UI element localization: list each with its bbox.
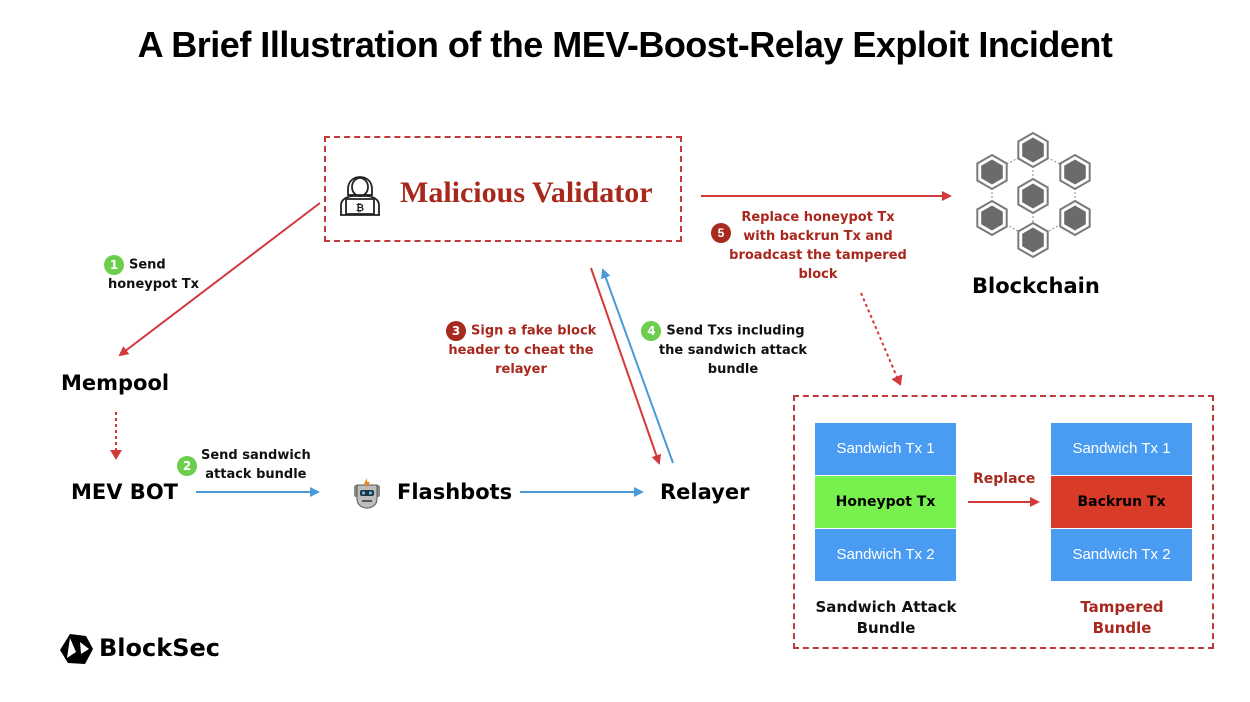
arrow-validator-to-relayer (590, 267, 662, 465)
hacker-icon: ₿ (338, 165, 382, 217)
step-1-line-2: honeypot Tx (108, 277, 199, 292)
flashbots-robot-icon (352, 477, 382, 509)
blockchain-hexagon-fill (1022, 183, 1044, 209)
step-5-badge-wrap: 5 (711, 223, 736, 243)
step-3-line-2: header to cheat the (448, 343, 594, 358)
step-4-line-1: Send Txs including (666, 323, 805, 339)
blocksec-logo-icon (58, 632, 94, 666)
step-4-badge: 4 (641, 321, 662, 341)
blockchain-hexagon-fill (1064, 205, 1086, 231)
blockchain-hexagon-fill (981, 205, 1003, 231)
relayer-label: Relayer (660, 480, 750, 504)
caption-line: Bundle (1092, 619, 1152, 637)
step-3-badge: 3 (446, 321, 466, 341)
tx-block: Sandwich Tx 2 (815, 529, 956, 581)
step-2-line-1: Send sandwich (201, 448, 311, 463)
blockchain-hexagon-fill (1064, 159, 1086, 185)
step-2-line-2: attack bundle (205, 467, 307, 482)
arrow-validator-to-mempool (118, 202, 321, 357)
tx-block: Sandwich Tx 1 (815, 423, 956, 475)
malicious-validator-box (324, 136, 682, 242)
step-1-line-1: Send (129, 257, 166, 273)
step-2-badge: 2 (177, 456, 197, 476)
blockchain-label: Blockchain (972, 274, 1100, 298)
svg-text:₿: ₿ (356, 202, 364, 214)
sandwich-attack-bundle-caption: Sandwich Attack Bundle (796, 597, 976, 639)
step-3-note: 3 Sign a fake block header to cheat the r… (446, 321, 596, 379)
blockchain-hexagon-fill (1022, 227, 1044, 253)
tx-block: Sandwich Tx 1 (1051, 423, 1192, 475)
malicious-validator-label: Malicious Validator (400, 176, 653, 209)
step-4-line-2: the sandwich attack (658, 343, 808, 358)
tampered-bundle: Sandwich Tx 1 Backrun Tx Sandwich Tx 2 (1051, 423, 1192, 581)
step-5-line-4: block (798, 267, 838, 282)
bundle-comparison-box (793, 395, 1214, 649)
honeypot-tx-block: Honeypot Tx (815, 476, 956, 528)
caption-line: Tampered (1080, 598, 1164, 616)
step-1-note: 1 Send honeypot Tx (104, 255, 199, 294)
flashbots-label: Flashbots (397, 480, 513, 504)
arrow-to-bundle-box (860, 292, 903, 386)
blockchain-hexagon-fill (981, 159, 1003, 185)
caption-line: Sandwich Attack (815, 598, 957, 616)
step-3-line-3: relayer (495, 362, 547, 377)
replace-label: Replace (973, 471, 1036, 487)
step-5-line-3: broadcast the tampered (729, 248, 907, 263)
blocksec-logo-text: BlockSec (99, 634, 220, 662)
caption-line: Bundle (856, 619, 916, 637)
sandwich-attack-bundle: Sandwich Tx 1 Honeypot Tx Sandwich Tx 2 (815, 423, 956, 581)
diagram-title: A Brief Illustration of the MEV-Boost-Re… (137, 24, 1113, 65)
step-1-badge: 1 (104, 255, 124, 275)
tx-block: Sandwich Tx 2 (1051, 529, 1192, 581)
step-4-line-3: bundle (707, 362, 759, 377)
blockchain-hexagon-fill (1022, 137, 1044, 163)
tampered-bundle-caption: Tampered Bundle (1032, 597, 1212, 639)
backrun-tx-block: Backrun Tx (1051, 476, 1192, 528)
step-3-line-1: Sign a fake block (471, 323, 597, 339)
step-5-badge: 5 (711, 223, 731, 243)
step-5-note: Replace honeypot Tx with backrun Tx and … (728, 208, 908, 284)
mempool-label: Mempool (61, 371, 170, 395)
step-5-line-2: with backrun Tx and (743, 229, 893, 244)
step-5-line-1: Replace honeypot Tx (741, 210, 895, 225)
mev-bot-label: MEV BOT (71, 480, 178, 504)
step-2-note: 2 Send sandwich attack bundle (177, 446, 311, 484)
arrow-relayer-to-validator (601, 268, 674, 464)
